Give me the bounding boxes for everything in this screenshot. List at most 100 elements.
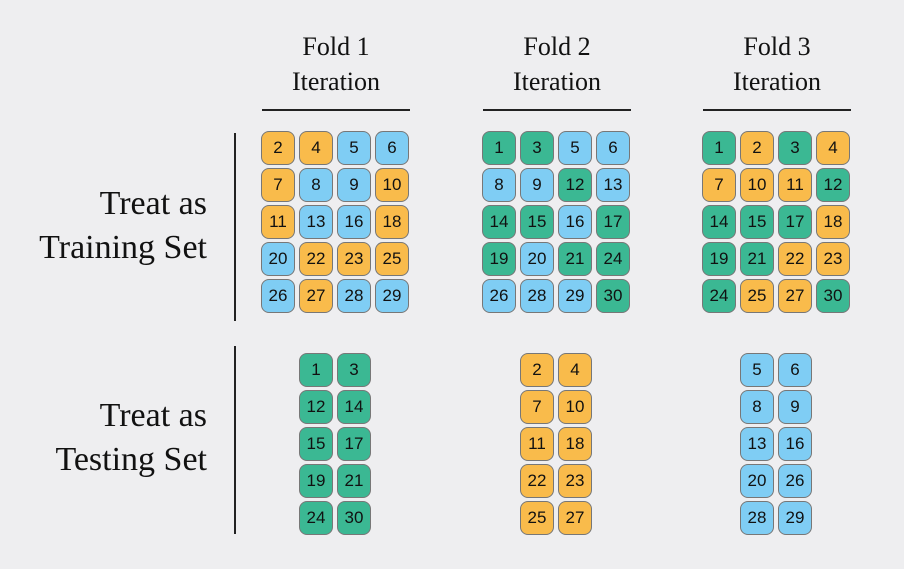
number-tile: 20 (261, 242, 295, 276)
number-tile: 29 (375, 279, 409, 313)
number-tile: 26 (261, 279, 295, 313)
training-set-label: Treat as Training Set (39, 182, 207, 270)
number-tile: 18 (816, 205, 850, 239)
number-tile: 18 (375, 205, 409, 239)
testing-set-label: Treat as Testing Set (55, 394, 207, 482)
number-tile: 17 (778, 205, 812, 239)
number-tile: 16 (337, 205, 371, 239)
training-label-line1: Treat as (99, 185, 207, 222)
number-tile: 25 (375, 242, 409, 276)
fold-1-title: Fold 1 (302, 32, 370, 61)
number-tile: 10 (740, 168, 774, 202)
number-tile: 8 (299, 168, 333, 202)
number-tile: 5 (740, 353, 774, 387)
number-tile: 22 (778, 242, 812, 276)
number-tile: 9 (520, 168, 554, 202)
number-tile: 28 (520, 279, 554, 313)
fold-3-subtitle: Iteration (732, 67, 822, 96)
number-tile: 12 (558, 168, 592, 202)
number-tile: 24 (702, 279, 736, 313)
number-tile: 28 (740, 501, 774, 535)
fold-2-underline (483, 109, 631, 111)
number-tile: 19 (299, 464, 333, 498)
number-tile: 12 (816, 168, 850, 202)
number-tile: 26 (482, 279, 516, 313)
number-tile: 3 (520, 131, 554, 165)
number-tile: 11 (261, 205, 295, 239)
number-tile: 2 (520, 353, 554, 387)
number-tile: 30 (816, 279, 850, 313)
number-tile: 28 (337, 279, 371, 313)
number-tile: 16 (778, 427, 812, 461)
fold-2-subtitle: Iteration (512, 67, 602, 96)
number-tile: 24 (299, 501, 333, 535)
number-tile: 10 (558, 390, 592, 424)
number-tile: 27 (558, 501, 592, 535)
number-tile: 23 (558, 464, 592, 498)
number-tile: 22 (520, 464, 554, 498)
number-tile: 19 (482, 242, 516, 276)
fold-1-subtitle: Iteration (291, 67, 381, 96)
number-tile: 6 (596, 131, 630, 165)
number-tile: 3 (778, 131, 812, 165)
number-tile: 7 (702, 168, 736, 202)
number-tile: 1 (299, 353, 333, 387)
number-tile: 1 (702, 131, 736, 165)
number-tile: 11 (520, 427, 554, 461)
number-tile: 25 (520, 501, 554, 535)
number-tile: 12 (299, 390, 333, 424)
number-tile: 2 (261, 131, 295, 165)
testing-divider (234, 346, 236, 534)
number-tile: 18 (558, 427, 592, 461)
number-tile: 4 (299, 131, 333, 165)
number-tile: 29 (558, 279, 592, 313)
number-tile: 13 (596, 168, 630, 202)
number-tile: 30 (337, 501, 371, 535)
testing-label-line1: Treat as (99, 397, 207, 434)
number-tile: 4 (558, 353, 592, 387)
number-tile: 7 (261, 168, 295, 202)
number-tile: 24 (596, 242, 630, 276)
fold-1-header: Fold 1 Iteration (261, 29, 411, 99)
training-divider (234, 133, 236, 321)
number-tile: 19 (702, 242, 736, 276)
number-tile: 5 (558, 131, 592, 165)
number-tile: 11 (778, 168, 812, 202)
number-tile: 26 (778, 464, 812, 498)
number-tile: 8 (740, 390, 774, 424)
number-tile: 21 (337, 464, 371, 498)
testing-label-line2: Testing Set (55, 441, 207, 478)
number-tile: 5 (337, 131, 371, 165)
number-tile: 14 (337, 390, 371, 424)
number-tile: 9 (337, 168, 371, 202)
number-tile: 6 (778, 353, 812, 387)
number-tile: 25 (740, 279, 774, 313)
fold-3-title: Fold 3 (743, 32, 811, 61)
number-tile: 27 (299, 279, 333, 313)
number-tile: 2 (740, 131, 774, 165)
number-tile: 17 (337, 427, 371, 461)
number-tile: 27 (778, 279, 812, 313)
number-tile: 29 (778, 501, 812, 535)
number-tile: 6 (375, 131, 409, 165)
number-tile: 1 (482, 131, 516, 165)
number-tile: 21 (740, 242, 774, 276)
number-tile: 4 (816, 131, 850, 165)
number-tile: 16 (558, 205, 592, 239)
fold-3-underline (703, 109, 851, 111)
number-tile: 30 (596, 279, 630, 313)
number-tile: 8 (482, 168, 516, 202)
number-tile: 17 (596, 205, 630, 239)
fold-1-underline (262, 109, 410, 111)
fold-2-title: Fold 2 (523, 32, 591, 61)
fold-3-header: Fold 3 Iteration (702, 29, 852, 99)
number-tile: 10 (375, 168, 409, 202)
training-label-line2: Training Set (39, 229, 207, 266)
number-tile: 7 (520, 390, 554, 424)
number-tile: 15 (520, 205, 554, 239)
number-tile: 14 (482, 205, 516, 239)
number-tile: 14 (702, 205, 736, 239)
number-tile: 22 (299, 242, 333, 276)
number-tile: 3 (337, 353, 371, 387)
number-tile: 20 (740, 464, 774, 498)
